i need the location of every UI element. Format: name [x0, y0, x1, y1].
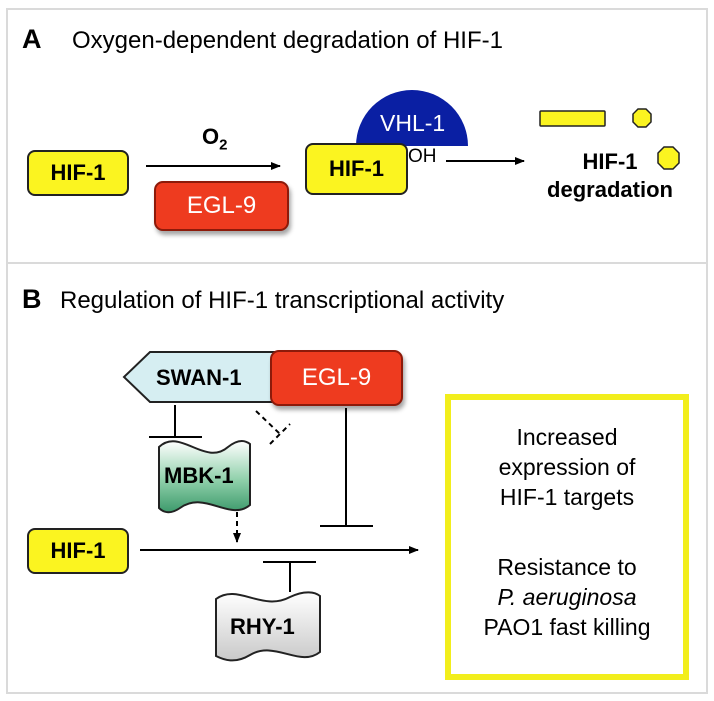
mbk1-label: MBK-1	[164, 463, 234, 488]
fragment-bar	[539, 110, 606, 127]
panel-b-title: Regulation of HIF-1 transcriptional acti…	[60, 287, 505, 314]
result-line6: PAO1 fast killing	[483, 614, 651, 640]
result-line2: expression of	[498, 454, 636, 480]
hif1-box-mid: HIF-1	[305, 143, 408, 195]
degradation-label: HIF-1 degradation	[525, 148, 695, 204]
egl9-box-b: EGL-9	[270, 350, 403, 406]
swan1-label: SWAN-1	[156, 365, 242, 390]
hif1-box-left: HIF-1	[27, 150, 129, 196]
result-box: Increased expression of HIF-1 targets Re…	[445, 394, 689, 680]
fragment-octagon-large	[657, 146, 680, 170]
vhl1-label: VHL-1	[380, 110, 446, 136]
dashed-inhibit-bar	[269, 423, 291, 445]
hif1-box-b: HIF-1	[27, 528, 129, 574]
degradation-line1: HIF-1	[582, 149, 638, 174]
result-line4: Resistance to	[497, 554, 637, 580]
hydroxyl-label: OH	[408, 146, 437, 167]
panel-a-title: Oxygen-dependent degradation of HIF-1	[72, 27, 503, 54]
degradation-line2: degradation	[547, 177, 673, 202]
panel-a-letter: A	[22, 24, 42, 54]
oxygen-label: O2	[202, 124, 227, 153]
oxygen-symbol: O	[202, 124, 220, 149]
dashed-inhibit-line	[255, 410, 281, 435]
mbk1-shape	[158, 440, 251, 514]
oxygen-subscript: 2	[219, 136, 228, 154]
result-line1: Increased	[516, 424, 618, 450]
rhy1-label: RHY-1	[230, 614, 295, 639]
fragment-octagon-small	[632, 108, 652, 128]
result-line5: P. aeruginosa	[497, 584, 637, 610]
result-line3: HIF-1 targets	[499, 484, 635, 510]
vhl1-cap	[356, 90, 468, 146]
egl9-box-a: EGL-9	[154, 181, 289, 231]
rhy1-shape	[215, 591, 321, 662]
panel-b-letter: B	[22, 284, 42, 314]
